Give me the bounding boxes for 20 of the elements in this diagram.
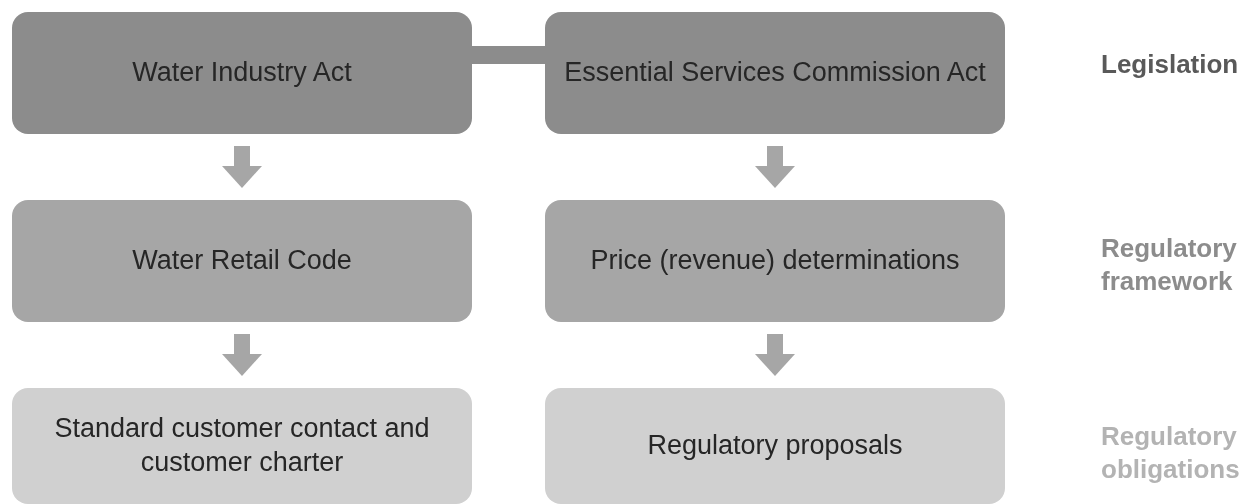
box-label: Regulatory proposals — [647, 429, 903, 463]
down-arrow — [222, 146, 262, 188]
box-label: Standard customer contact and customer charter — [53, 412, 431, 479]
down-arrow — [755, 146, 795, 188]
tier-label: Regulatory obligations — [1101, 420, 1241, 485]
process-box — [12, 200, 472, 322]
box-label: Essential Services Commission Act — [564, 56, 986, 90]
box-label: Water Industry Act — [132, 56, 352, 90]
process-box — [545, 200, 1005, 322]
connector-bar — [472, 46, 545, 64]
box-label: Water Retail Code — [132, 244, 352, 278]
process-box — [545, 12, 1005, 134]
process-box — [12, 12, 472, 134]
process-box — [12, 388, 472, 504]
down-arrow — [755, 334, 795, 376]
tier-label: Legislation — [1101, 48, 1239, 81]
down-arrow — [222, 334, 262, 376]
tier-label: Regulatory framework — [1101, 232, 1238, 297]
process-box — [545, 388, 1005, 504]
box-label: Price (revenue) determinations — [590, 244, 960, 278]
